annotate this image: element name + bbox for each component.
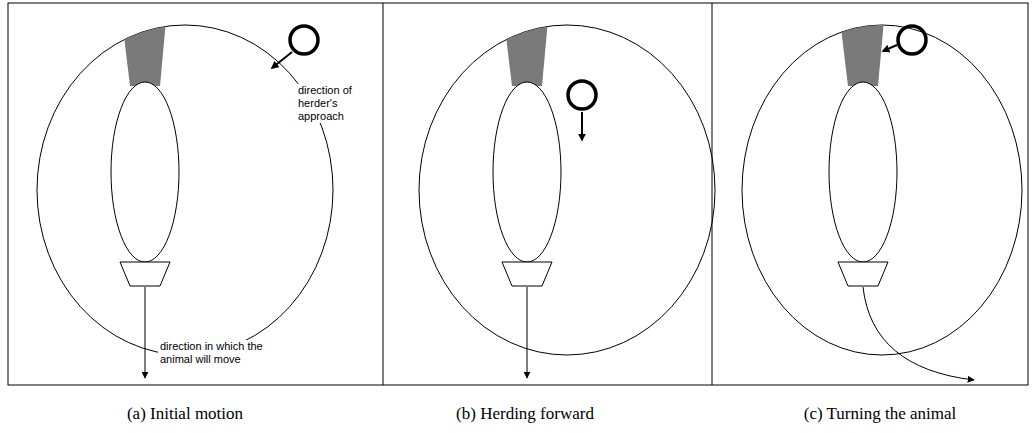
herder-symbol: [290, 26, 318, 54]
blind-spot: [504, 20, 548, 86]
flight-zone: [37, 25, 333, 355]
animal-head: [120, 262, 170, 286]
herder-symbol: [898, 26, 926, 54]
approach-arrow: [581, 112, 583, 140]
animal-head: [502, 262, 552, 286]
movement-arrow: [145, 287, 146, 378]
panel-frame: [8, 3, 1028, 385]
animal-body: [829, 82, 897, 262]
herder-symbol: [568, 81, 596, 109]
blind-spot: [840, 20, 884, 86]
flight-zone: [742, 25, 1022, 355]
animal-head: [838, 262, 888, 286]
turning-arrow: [863, 287, 974, 380]
blind-spot: [122, 20, 166, 86]
approach-arrow: [272, 52, 292, 68]
animal-body: [111, 82, 179, 262]
panel-caption: (a) Initial motion: [35, 404, 335, 424]
annotation-text: direction in which the animal will move: [158, 340, 286, 366]
panel-b: [419, 20, 715, 378]
panel-divider: [383, 3, 384, 385]
panel-divider: [712, 3, 713, 385]
panel-caption: (c) Turning the animal: [730, 404, 1030, 424]
flight-zone: [419, 25, 715, 355]
movement-arrow: [527, 287, 528, 378]
annotation-text: direction of herder's approach: [296, 84, 368, 123]
approach-arrow: [883, 45, 897, 51]
animal-body: [493, 82, 561, 262]
panel-caption: (b) Herding forward: [375, 404, 675, 424]
panel-c: [742, 20, 1022, 380]
panel-a: [37, 20, 333, 378]
